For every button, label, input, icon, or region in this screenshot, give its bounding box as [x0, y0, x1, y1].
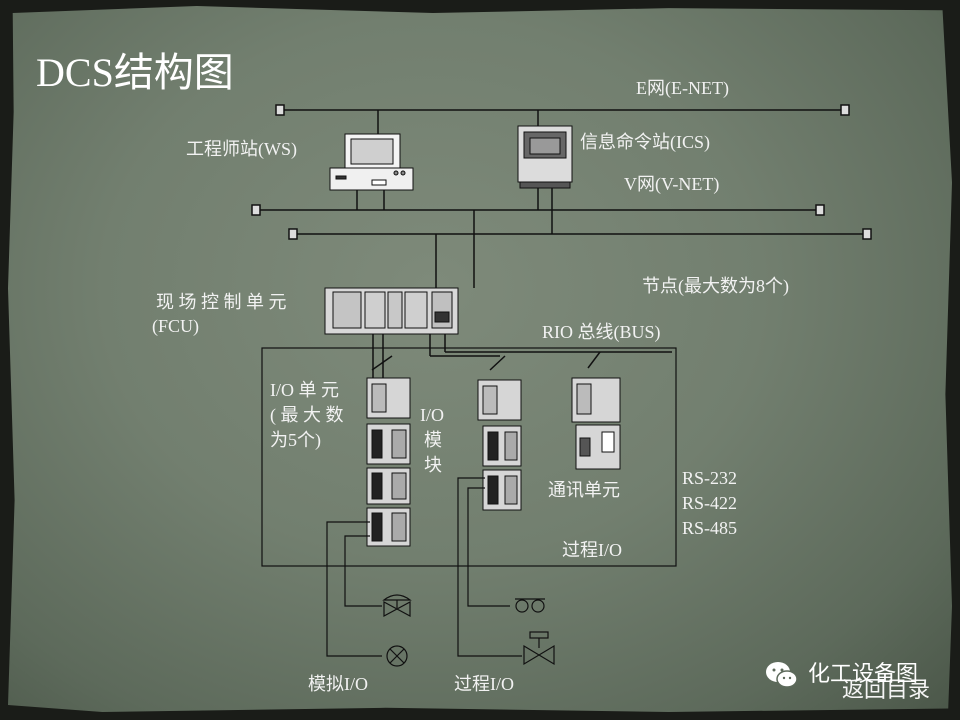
fcu-label-line1: 现 场 控 制 单 元 — [156, 292, 287, 312]
analog-wire-1 — [326, 521, 382, 657]
io-module-label-2: 模 — [424, 430, 442, 450]
io-unit-rack-1 — [366, 377, 411, 547]
io-module-label-3: 块 — [424, 455, 442, 475]
node-limit-label: 节点(最大数为8个) — [642, 276, 789, 296]
slide-background — [8, 6, 952, 712]
rio-bus-label: RIO 总线(BUS) — [542, 322, 661, 342]
io-unit-label-line2: ( 最 大 数 — [270, 405, 344, 425]
ws-label: 工程师站(WS) — [186, 139, 297, 159]
protocol-rs485: RS-485 — [682, 518, 738, 538]
control-valve-icon-2 — [523, 631, 555, 666]
fcu-label-line2: (FCU) — [152, 316, 200, 336]
process-wire-2 — [467, 487, 510, 607]
protocol-rs422: RS-422 — [682, 493, 738, 513]
ics-station-icon — [517, 125, 573, 189]
indicator-lamp-icon — [386, 645, 408, 667]
control-valve-icon-1 — [382, 594, 412, 618]
page-title: DCS结构图 — [36, 50, 234, 95]
engineer-workstation-icon — [329, 133, 414, 191]
e-net-terminator-left — [275, 104, 285, 116]
watermark-text: 化工设备图 — [808, 661, 919, 686]
io-unit-label-line3: 为5个) — [270, 430, 321, 450]
io-unit-label-line1: I/O 单 元 — [270, 380, 339, 400]
e-net-terminator-right — [840, 104, 850, 116]
comm-unit-rack — [571, 377, 621, 470]
back-to-contents-link[interactable]: 返回目录 — [842, 677, 931, 702]
process-io-inner-label: 过程I/O — [562, 540, 622, 560]
ics-label: 信息命令站(ICS) — [580, 132, 710, 152]
process-wire-1 — [457, 477, 522, 657]
v-net-label: V网(V-NET) — [624, 174, 720, 194]
io-cabinet-outline — [261, 347, 677, 567]
fcu-cabinet-icon — [324, 287, 459, 335]
wechat-icon — [766, 662, 798, 688]
e-net-label: E网(E-NET) — [636, 78, 729, 98]
analog-wire-2 — [344, 535, 382, 607]
io-unit-rack-2 — [477, 379, 522, 511]
process-io-bottom-label: 过程I/O — [454, 674, 514, 694]
sensor-pair-icon — [515, 598, 545, 613]
analog-io-label: 模拟I/O — [308, 674, 368, 694]
protocol-rs232: RS-232 — [682, 468, 738, 488]
comm-unit-label: 通讯单元 — [548, 480, 620, 500]
io-module-label-1: I/O — [420, 405, 444, 425]
